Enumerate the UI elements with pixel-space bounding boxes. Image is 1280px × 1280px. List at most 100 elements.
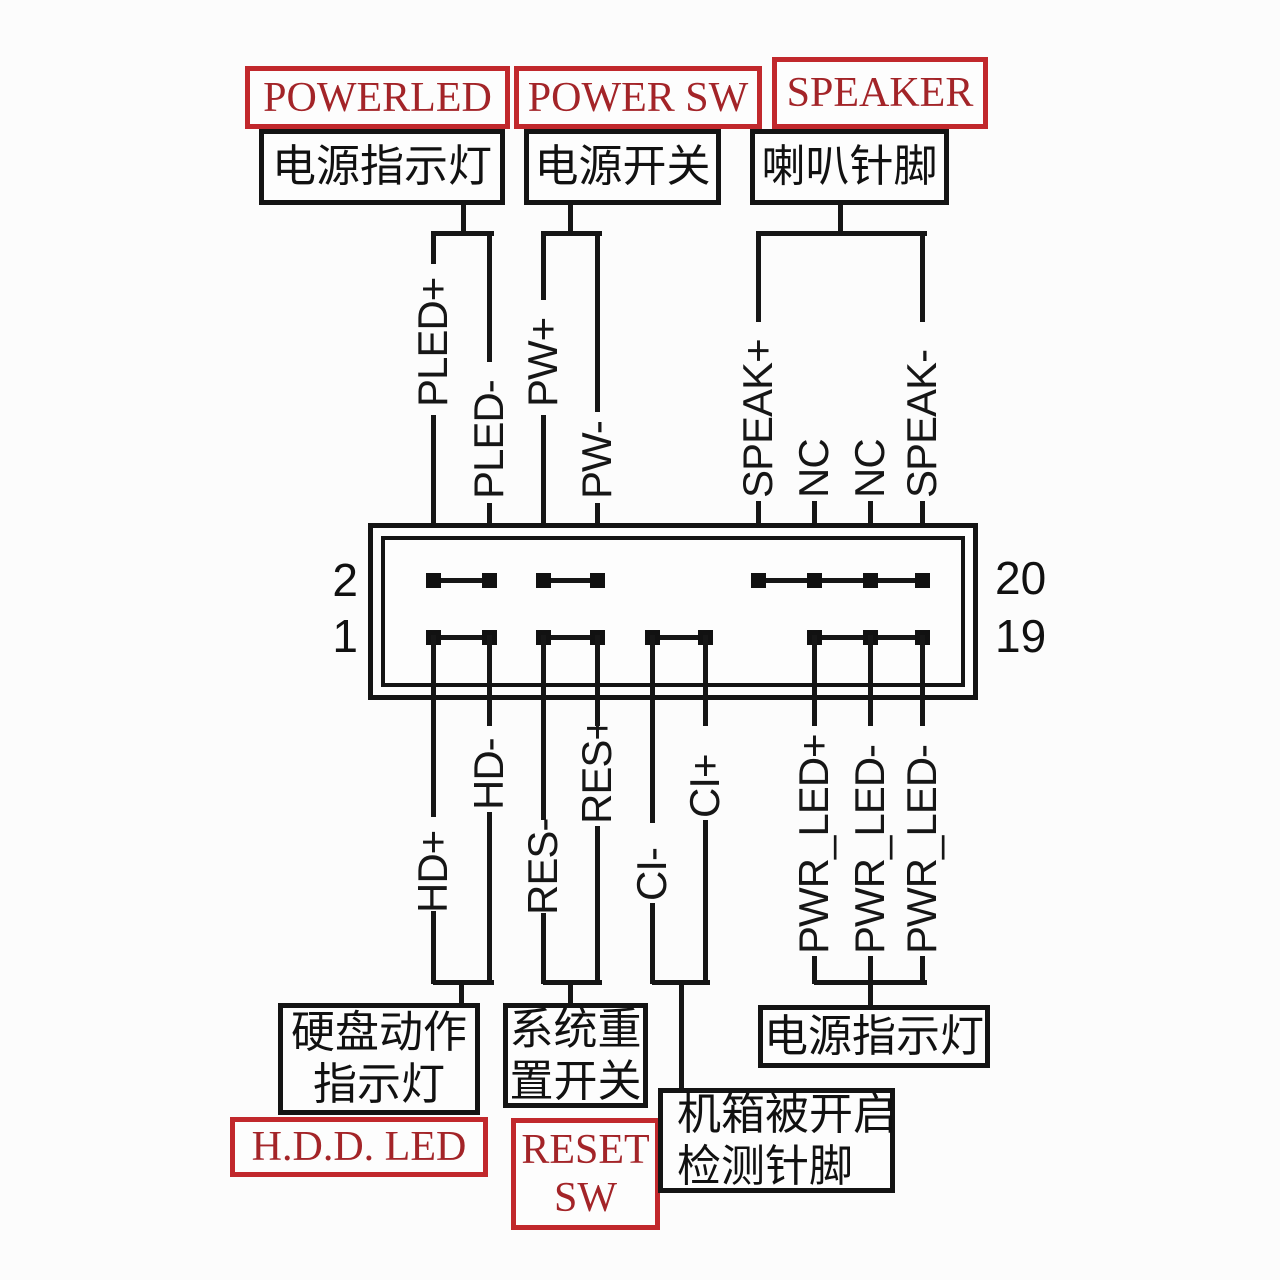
wire xyxy=(756,231,761,322)
pin-6-pw-plus xyxy=(536,573,551,588)
wire xyxy=(595,635,600,726)
wire xyxy=(541,415,546,582)
pin-2-pled-plus xyxy=(426,573,441,588)
pin-label-pw-minus: PW- xyxy=(573,421,620,499)
reset-sw-cn-line1: 系统重 xyxy=(509,1004,642,1054)
wire xyxy=(868,635,873,726)
wire xyxy=(431,911,436,984)
pin-number-20: 20 xyxy=(995,552,1047,604)
wire xyxy=(595,826,600,984)
connector-outline-outer xyxy=(368,523,978,700)
pin-label-ci-minus: CI- xyxy=(628,848,675,901)
chassis-intrusion-line2: 检测针脚 xyxy=(677,1141,853,1191)
wire xyxy=(461,205,466,235)
pin-label-pwr-led-plus: PWR_LED+ xyxy=(790,734,837,954)
pin-number-1: 1 xyxy=(332,610,358,662)
wire xyxy=(703,820,708,984)
reset-sw-box: RESET SW xyxy=(511,1118,660,1230)
power-sw-label: POWER SW xyxy=(527,74,749,121)
wire xyxy=(487,635,492,726)
powerled-cn-label: 电源指示灯 xyxy=(272,142,492,191)
wire xyxy=(703,635,708,726)
pin-label-pw-plus: PW+ xyxy=(519,317,566,407)
wire xyxy=(543,231,602,236)
chassis-intrusion-line1: 机箱被开启 xyxy=(677,1089,897,1139)
speaker-box: SPEAKER xyxy=(772,57,988,129)
hdd-led-cn-line2: 指示灯 xyxy=(313,1060,445,1109)
pin-label-speak-plus: SPEAK+ xyxy=(734,339,781,498)
speaker-cn-label: 喇叭针脚 xyxy=(761,142,938,191)
wire xyxy=(812,635,817,726)
pin-number-19: 19 xyxy=(995,610,1047,662)
powerled-label: POWERLED xyxy=(263,74,492,121)
wire xyxy=(541,913,546,984)
wire xyxy=(814,980,927,985)
wire xyxy=(431,415,436,582)
wire xyxy=(650,635,655,823)
reset-sw-cn-box: 系统重 置开关 xyxy=(503,1003,648,1108)
pin-label-hd-plus: HD+ xyxy=(409,830,456,913)
pwr-led-cn-label: 电源指示灯 xyxy=(764,1011,984,1061)
power-sw-box: POWER SW xyxy=(514,66,762,129)
pin-14-speak-plus xyxy=(751,573,766,588)
wire xyxy=(595,231,600,412)
power-sw-cn-box: 电源开关 xyxy=(524,129,721,205)
speaker-label: SPEAKER xyxy=(786,70,974,116)
wire xyxy=(838,205,843,235)
wire xyxy=(568,205,573,235)
wire xyxy=(459,980,464,1008)
wire xyxy=(758,578,927,583)
wire xyxy=(758,231,927,236)
hdd-led-cn-line1: 硬盘动作 xyxy=(291,1008,467,1057)
powerled-cn-box: 电源指示灯 xyxy=(259,129,505,205)
wire xyxy=(433,635,494,640)
chassis-intrusion-cn-box: 机箱被开启 检测针脚 xyxy=(658,1088,897,1193)
wire xyxy=(650,903,655,984)
hdd-led-cn-box: 硬盘动作 指示灯 xyxy=(278,1003,480,1115)
pin-label-speak-minus: SPEAK- xyxy=(898,349,945,498)
power-sw-cn-label: 电源开关 xyxy=(534,142,711,191)
pin-label-res-plus: RES+ xyxy=(573,717,620,824)
pin-label-nc-2: NC xyxy=(846,439,893,498)
pin-20-speak-minus xyxy=(915,573,930,588)
hdd-led-label: H.D.D. LED xyxy=(251,1124,467,1170)
wire xyxy=(543,635,602,640)
wire xyxy=(543,578,602,583)
pin-16-nc xyxy=(807,573,822,588)
pin-label-hd-minus: HD- xyxy=(465,738,512,810)
reset-sw-label-line1: RESET xyxy=(521,1127,650,1173)
pin-label-pled-minus: PLED- xyxy=(465,380,512,499)
pin-label-pled-plus: PLED+ xyxy=(409,277,456,407)
pin-label-pwr-led-minus-1: PWR_LED- xyxy=(846,744,893,954)
pin-number-2: 2 xyxy=(332,554,358,606)
speaker-cn-box: 喇叭针脚 xyxy=(750,129,949,205)
wire xyxy=(679,980,684,1090)
wire xyxy=(433,578,494,583)
pin-label-ci-plus: CI+ xyxy=(681,754,728,818)
wire xyxy=(541,231,546,300)
connector-outline-inner xyxy=(381,536,965,687)
wire xyxy=(431,635,436,817)
wire xyxy=(652,635,710,640)
pin-label-nc-1: NC xyxy=(790,439,837,498)
pin-18-nc xyxy=(863,573,878,588)
reset-sw-label-line2: SW xyxy=(554,1175,617,1221)
wire xyxy=(541,635,546,820)
wire xyxy=(812,956,817,984)
wire xyxy=(431,231,436,264)
pin-label-pwr-led-minus-2: PWR_LED- xyxy=(898,744,945,954)
reset-sw-cn-line2: 置开关 xyxy=(509,1056,642,1106)
pwr-led-cn-box: 电源指示灯 xyxy=(758,1005,990,1068)
hdd-led-box: H.D.D. LED xyxy=(230,1117,488,1177)
pin-4-pled-minus xyxy=(482,573,497,588)
wire xyxy=(487,812,492,984)
wire xyxy=(920,635,925,726)
wire xyxy=(433,231,494,236)
wire xyxy=(487,231,492,362)
wire xyxy=(920,231,925,322)
wire xyxy=(920,956,925,984)
wire xyxy=(568,980,573,1008)
powerled-box: POWERLED xyxy=(245,66,510,129)
pin-8-pw-minus xyxy=(590,573,605,588)
